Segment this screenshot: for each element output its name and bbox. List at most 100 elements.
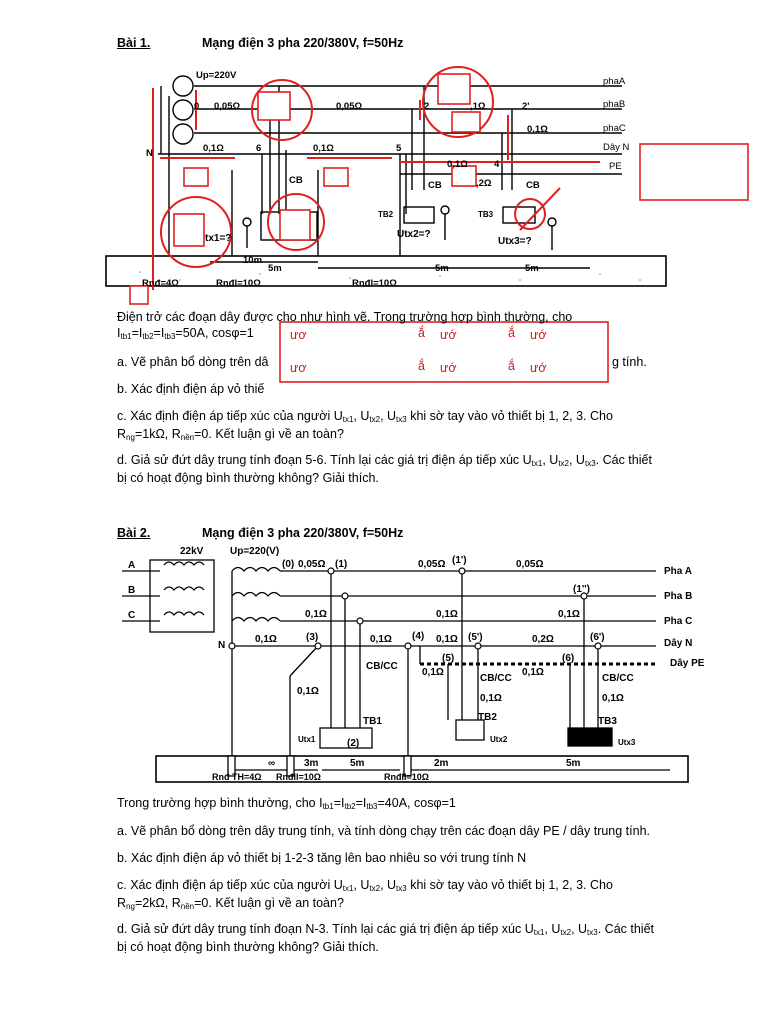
b2-utx1: Utx1	[298, 735, 316, 744]
b1-box-text-r2c5: ướ	[530, 361, 547, 375]
b2-cbcc-1: CB/CC	[366, 661, 398, 672]
b1-question-a: a. Vẽ phân bổ dòng trên dâ	[117, 355, 269, 369]
b2-question-a: a. Vẽ phân bổ dòng trên dây trung tính, …	[117, 824, 651, 838]
b2-question-b: b. Xác định điện áp vỏ thiết bị 1-2-3 tă…	[117, 851, 527, 865]
b2-r01-c1: 0,1Ω	[436, 609, 458, 620]
b1-r1: ,1Ω	[470, 101, 486, 112]
b1-phaC-label: phaC	[603, 123, 626, 134]
b1-cb2: CB	[428, 180, 442, 191]
b1-question-c: c. Xác định điện áp tiếp xúc của người U…	[117, 409, 613, 442]
b1-r02: ,2Ω	[476, 178, 492, 189]
b1-node-5: 5	[396, 143, 402, 154]
b1-dist-5m-c: 5m	[525, 263, 539, 274]
b2-C-label: C	[128, 610, 136, 621]
b2-r01-b1: 0,1Ω	[305, 609, 327, 620]
b1-node-4: 4	[494, 159, 500, 170]
b1-phaB-label: phaB	[603, 99, 626, 110]
b1-rndl-1: Rnđl=10Ω	[216, 278, 261, 289]
b1-cb3: CB	[526, 180, 540, 191]
b2-rndl-1: Rnđll=10Ω	[276, 772, 321, 782]
b1-box-text-r1c1: ươ	[290, 328, 307, 342]
b1-box-text-r2c2: ắ	[418, 359, 425, 373]
b2-dayPE-label: Dây PE	[670, 658, 705, 669]
b2-dist-2m: 2m	[434, 758, 449, 769]
b1-tb2: TB2	[378, 210, 394, 219]
b1-up-label: Up=220V	[196, 70, 237, 81]
b2-subtitle: Mạng điện 3 pha 220/380V, f=50Hz	[202, 526, 404, 540]
b1-rndl-2: Rnđl=10Ω	[352, 278, 397, 289]
b2-up-label: Up=220(V)	[230, 546, 280, 557]
b1-node-6: 6	[256, 143, 262, 154]
b2-r01-v2: 0,1Ω	[480, 693, 502, 704]
b1-node-2: 2	[424, 101, 430, 112]
b2-node-4: (4)	[412, 631, 425, 642]
b2-cbcc-2: CB/CC	[480, 673, 512, 684]
b2-r01-c2: 0,1Ω	[558, 609, 580, 620]
b1-box-text-r1c4: ắ	[508, 326, 515, 340]
b2-kv-label: 22kV	[180, 546, 204, 557]
b2-node-5p: (5')	[468, 632, 483, 643]
b2-intro: Trong trường hợp bình thường, cho Itb1=I…	[117, 796, 456, 811]
b2-utx2: Utx2	[490, 735, 508, 744]
b1-dayN-label: Dây N	[603, 142, 630, 153]
b1-utx2: Utx2=?	[397, 229, 431, 240]
b2-dist-5m-b: 5m	[566, 758, 581, 769]
b1-rnd: Rnđ=4Ω	[142, 278, 179, 289]
b2-A-label: A	[128, 560, 136, 571]
b2-dist-3m: 3m	[304, 758, 319, 769]
b2-r01-pe2: 0,1Ω	[522, 667, 544, 678]
b1-box-text-r1c3: ướ	[440, 328, 457, 342]
b2-title: Bài 2.	[117, 526, 151, 540]
b1-box-text-r1c5: ướ	[530, 328, 547, 342]
b2-phaB-label: Pha B	[664, 591, 693, 602]
b2-node-1: (1)	[335, 559, 348, 570]
b1-dist-5m-b: 5m	[435, 263, 449, 274]
b2-cbcc-3: CB/CC	[602, 673, 634, 684]
b1-r005-b: 0,05Ω	[336, 101, 363, 112]
b2-rnd-th: Rnđ TH=4Ω	[212, 772, 262, 782]
b2-r005-a: 0,05Ω	[298, 559, 326, 570]
b2-r01-n3: 0,1Ω	[436, 634, 458, 645]
b1-utx1: tx1=?	[205, 233, 232, 244]
b1-utx3: Utx3=?	[498, 236, 532, 247]
b1-cb1: CB	[289, 175, 303, 186]
b1-r01-a: 0,1Ω	[527, 124, 548, 135]
b1-node-0: 0	[194, 101, 200, 112]
b2-question-d: d. Giả sử đứt dây trung tính đoạn N-3. T…	[117, 922, 654, 954]
b2-tb2: TB2	[478, 712, 497, 723]
b2-r01-n2: 0,1Ω	[370, 634, 392, 645]
b2-r01-pe1: 0,1Ω	[422, 667, 444, 678]
b1-box-text-r2c4: ắ	[508, 359, 515, 373]
b1-question-a-tail: g tính.	[612, 355, 647, 369]
b2-node-5: (5)	[442, 653, 455, 664]
b2-dist-5m-a: 5m	[350, 758, 365, 769]
b2-r02-n: 0,2Ω	[532, 634, 554, 645]
b1-dist-10m: 10m	[243, 255, 263, 266]
b2-inf: ∞	[268, 758, 276, 769]
b2-r01-v1: 0,1Ω	[297, 686, 319, 697]
b2-node-3: (3)	[306, 632, 319, 643]
b2-rndl-2: Rnđll=10Ω	[384, 772, 429, 782]
b2-node-6: (6)	[562, 653, 575, 664]
b2-B-label: B	[128, 585, 136, 596]
b1-intro-line2: Itb1=Itb2=Itb3=50A, cosφ=1	[117, 326, 254, 341]
b2-N-label: N	[218, 640, 226, 651]
b1-r01-c: 0,1Ω	[313, 143, 334, 154]
b1-box-text-r2c3: ướ	[440, 361, 457, 375]
b2-tb1: TB1	[363, 716, 382, 727]
b2-phaA-label: Pha A	[664, 566, 692, 577]
b2-node-1p: (1')	[452, 555, 467, 566]
b1-phaA-label: phaA	[603, 76, 626, 87]
b1-box-text-r1c2: ắ	[418, 326, 425, 340]
b1-subtitle: Mạng điện 3 pha 220/380V, f=50Hz	[202, 36, 404, 50]
b1-question-b: b. Xác định điện áp vỏ thiế	[117, 382, 265, 396]
b1-N-label: N	[146, 148, 153, 159]
b2-r01-n1: 0,1Ω	[255, 634, 277, 645]
b2-dayN-label: Dây N	[664, 638, 693, 649]
b1-title: Bài 1.	[117, 36, 151, 50]
b2-question-c: c. Xác định điện áp tiếp xúc của người U…	[117, 878, 613, 911]
b2-utx3: Utx3	[618, 738, 636, 747]
b2-phaC-label: Pha C	[664, 616, 693, 627]
b1-r01-b: 0,1Ω	[203, 143, 224, 154]
